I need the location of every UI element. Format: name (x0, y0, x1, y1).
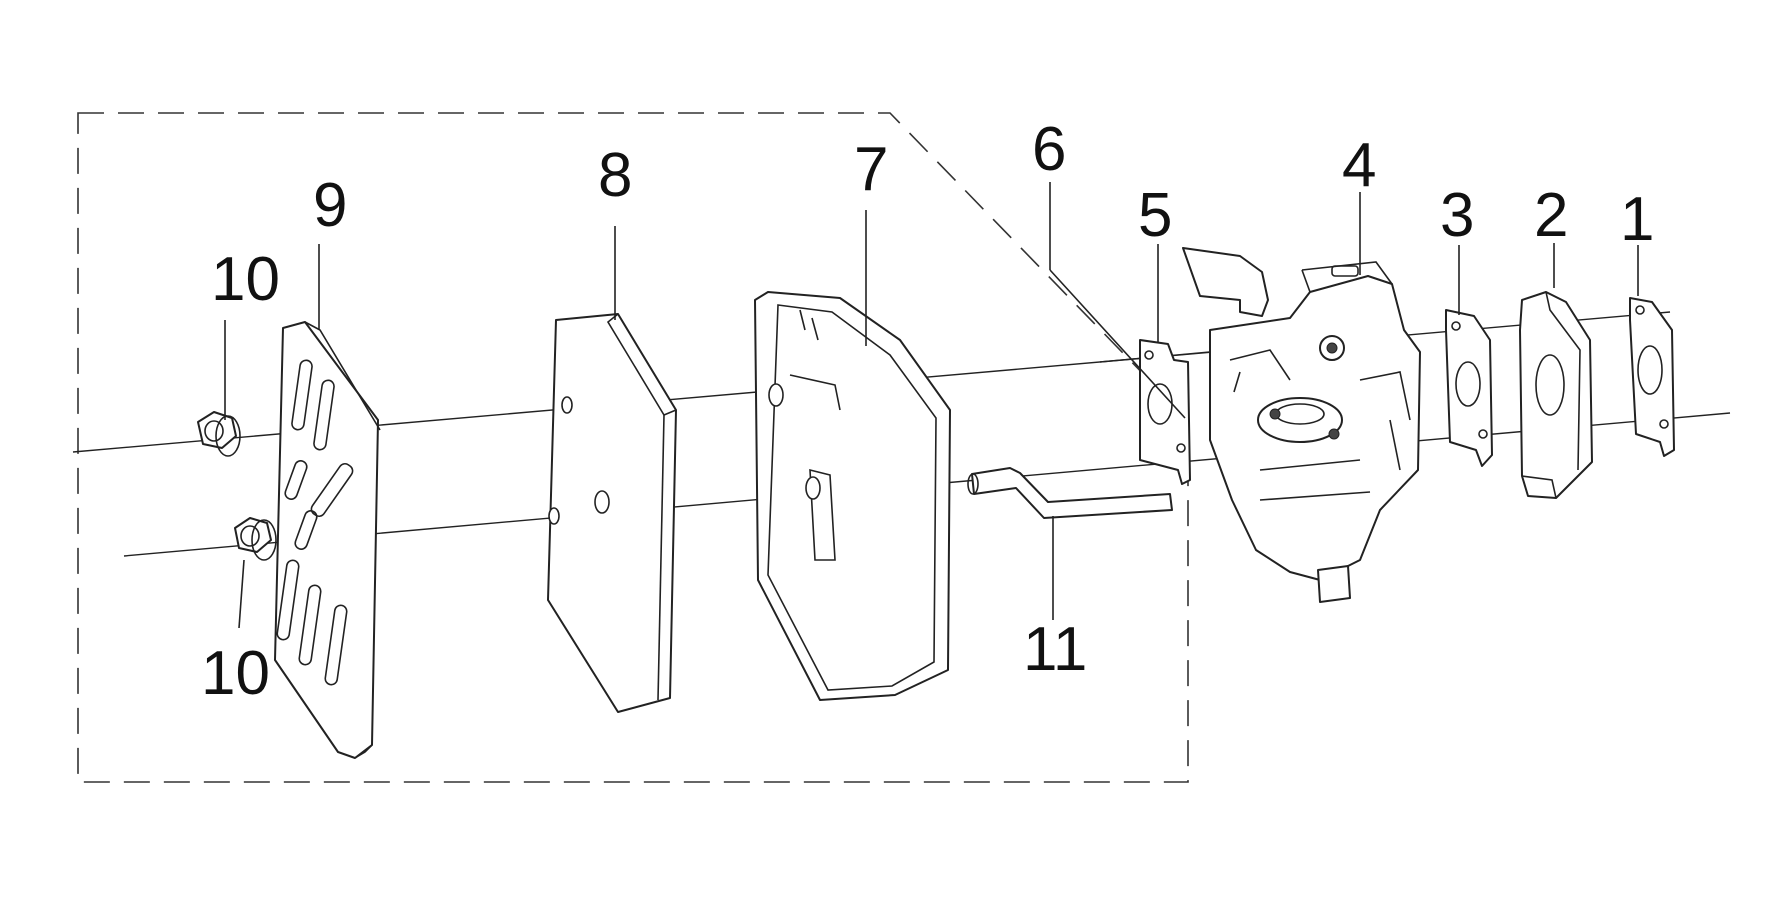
callout-4: 4 (1342, 131, 1376, 200)
gasket-part-3 (1445, 309, 1493, 467)
callout-2: 2 (1534, 181, 1568, 250)
filter-case-part-7 (754, 291, 951, 701)
callout-11: 11 (1023, 615, 1087, 684)
gasket-part-5 (1139, 339, 1191, 485)
insulator-part-2 (1519, 291, 1593, 499)
cover-plate-part-9 (274, 321, 381, 759)
nut-part-10-upper (197, 411, 241, 457)
callout-10-upper: 10 (211, 245, 280, 314)
gasket-part-1 (1629, 297, 1675, 457)
carburetor-part-4 (1182, 247, 1421, 603)
callout-3: 3 (1440, 181, 1474, 250)
callout-labels: 1 2 3 4 5 6 7 8 9 10 10 11 (201, 115, 1654, 708)
nut-part-10-lower (234, 517, 277, 561)
callout-5: 5 (1138, 181, 1172, 250)
assembly-boundary (77, 112, 1189, 783)
leader-lines (224, 182, 1639, 629)
breather-tube-part-11 (967, 467, 1173, 519)
callout-1: 1 (1620, 185, 1654, 254)
cover-vent-slots (276, 359, 354, 686)
filter-element-part-8 (547, 313, 677, 713)
callout-9: 9 (313, 171, 347, 240)
callout-10-lower: 10 (201, 639, 270, 708)
callout-8: 8 (598, 141, 632, 210)
callout-6: 6 (1032, 115, 1066, 184)
callout-7: 7 (854, 135, 888, 204)
